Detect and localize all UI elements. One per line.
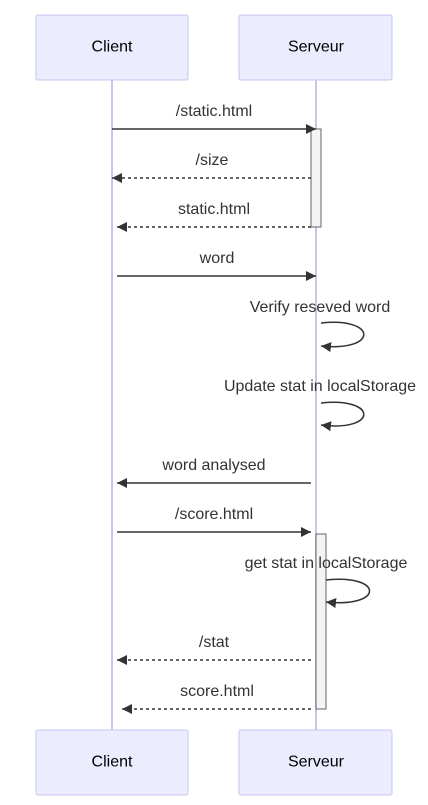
message-size-response: /size bbox=[112, 152, 311, 183]
message-label: /size bbox=[196, 152, 229, 169]
participant-client-top: Client bbox=[35, 14, 189, 81]
message-get-stat: get stat in localStorage bbox=[245, 555, 408, 608]
message-update-stat: Update stat in localStorage bbox=[224, 378, 416, 432]
message-label: word bbox=[199, 250, 235, 267]
message-stat-response: /stat bbox=[117, 634, 311, 665]
message-label: score.html bbox=[180, 683, 254, 700]
server-activation-1 bbox=[310, 128, 322, 228]
participant-client-top-label: Client bbox=[92, 39, 133, 56]
message-label: /stat bbox=[199, 634, 230, 651]
participant-server-bottom-label: Serveur bbox=[288, 754, 345, 771]
message-static-html-request: /static.html bbox=[112, 103, 316, 134]
message-verify-reserved-word: Verify reseved word bbox=[250, 299, 391, 353]
message-score-html-response: score.html bbox=[122, 683, 311, 714]
participant-server-top-label: Serveur bbox=[288, 39, 345, 56]
participant-client-bottom-label: Client bbox=[92, 754, 133, 771]
self-loop-arrow bbox=[320, 321, 365, 353]
message-label: Update stat in localStorage bbox=[224, 378, 416, 395]
message-label: Verify reseved word bbox=[250, 299, 391, 316]
message-word-request: word bbox=[117, 250, 316, 281]
message-label: static.html bbox=[178, 201, 250, 218]
participant-server-bottom: Serveur bbox=[238, 729, 393, 796]
message-static-html-response: static.html bbox=[117, 201, 311, 232]
message-word-analysed: word analysed bbox=[117, 457, 311, 488]
server-activation-2 bbox=[315, 533, 327, 710]
message-label: /static.html bbox=[176, 103, 252, 120]
participant-client-bottom: Client bbox=[35, 729, 189, 796]
message-label: /score.html bbox=[175, 506, 253, 523]
self-loop-arrow bbox=[320, 401, 365, 432]
message-label: get stat in localStorage bbox=[245, 555, 408, 572]
message-score-html-request: /score.html bbox=[117, 506, 311, 537]
participant-server-top: Serveur bbox=[238, 14, 393, 81]
self-loop-arrow bbox=[325, 578, 370, 608]
message-label: word analysed bbox=[161, 457, 265, 474]
